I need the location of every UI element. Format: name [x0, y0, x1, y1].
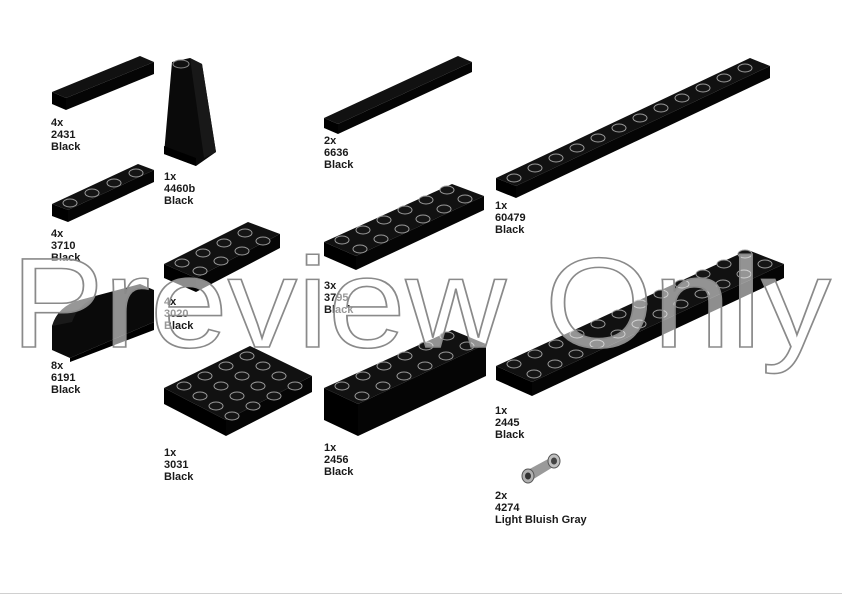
part-color: Black [51, 141, 81, 153]
part-4274-image [521, 453, 561, 484]
part-qty: 8x [51, 360, 64, 372]
part-qty: 1x [164, 171, 177, 183]
part-qty: 1x [495, 405, 508, 417]
part-label-2431: 4x 2431 Black [51, 117, 80, 153]
part-label-3020: 4x 3020 Black [164, 296, 193, 332]
part-color: Light Bluish Gray [495, 514, 587, 526]
part-id: 2456 [324, 454, 349, 466]
part-id: 3795 [324, 292, 349, 304]
part-qty: 1x [164, 447, 177, 459]
part-4460b-image [164, 58, 216, 166]
part-label-4274: 2x 4274 Light Bluish Gray [495, 490, 587, 526]
part-label-6191: 8x 6191 Black [51, 360, 80, 396]
part-2445-image [496, 249, 784, 396]
part-label-3795: 3x 3795 Black [324, 280, 353, 316]
part-id: 4460b [164, 183, 196, 195]
part-id: 6636 [324, 147, 349, 159]
part-id: 6191 [51, 372, 76, 384]
part-id: 3710 [51, 240, 76, 252]
part-6191-image [52, 284, 154, 362]
part-label-3031: 1x 3031 Black [164, 447, 193, 483]
part-color: Black [324, 466, 354, 478]
part-6636-image [324, 56, 472, 134]
part-qty: 4x [164, 296, 177, 308]
part-id: 60479 [495, 212, 526, 224]
part-qty: 1x [324, 442, 337, 454]
part-qty: 4x [51, 117, 64, 129]
part-qty: 1x [495, 200, 508, 212]
part-3031-image [164, 346, 312, 436]
part-color: Black [324, 304, 354, 316]
part-label-6636: 2x 6636 Black [324, 135, 353, 171]
part-3710-image [52, 164, 154, 222]
part-id: 3020 [164, 308, 189, 320]
part-2456-image [324, 330, 486, 436]
page-bottom-rule [0, 593, 842, 594]
part-label-2445: 1x 2445 Black [495, 405, 524, 441]
part-qty: 2x [495, 490, 508, 502]
part-id: 2445 [495, 417, 520, 429]
part-id: 4274 [495, 502, 520, 514]
part-color: Black [324, 159, 354, 171]
part-60479-image [496, 58, 770, 198]
part-color: Black [495, 224, 525, 236]
part-color: Black [164, 320, 194, 332]
part-color: Black [495, 429, 525, 441]
part-qty: 3x [324, 280, 337, 292]
part-qty: 4x [51, 228, 64, 240]
part-id: 2431 [51, 129, 76, 141]
part-3020-image [164, 222, 280, 292]
part-id: 3031 [164, 459, 189, 471]
part-3795-image [324, 184, 484, 270]
part-label-2456: 1x 2456 Black [324, 442, 353, 478]
part-color: Black [164, 471, 194, 483]
part-label-4460b: 1x 4460b Black [164, 171, 195, 207]
part-color: Black [164, 195, 194, 207]
part-qty: 2x [324, 135, 337, 147]
part-color: Black [51, 252, 81, 264]
part-color: Black [51, 384, 81, 396]
part-label-60479: 1x 60479 Black [495, 200, 526, 236]
part-label-3710: 4x 3710 Black [51, 228, 80, 264]
part-2431-image [52, 56, 154, 110]
